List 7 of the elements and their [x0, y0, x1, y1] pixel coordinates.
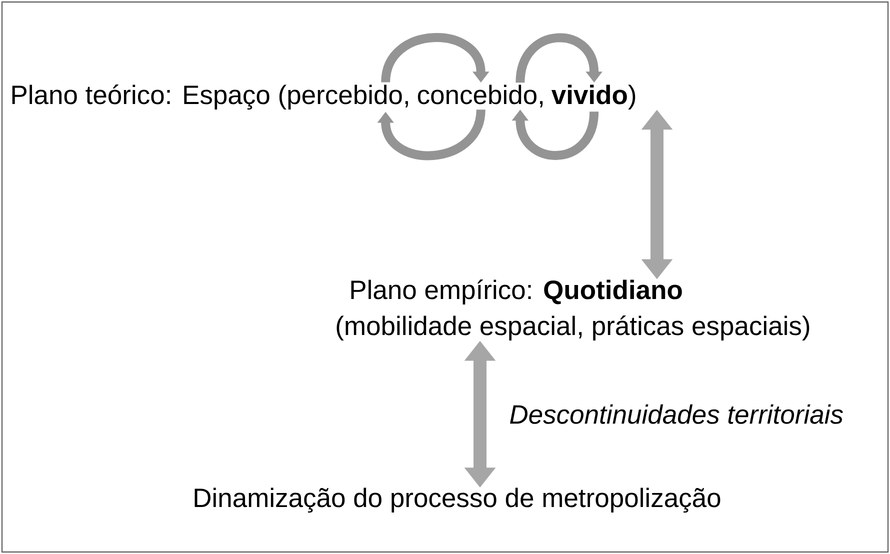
text-label: Plano teórico: Espaço (percebido, [12, 84, 408, 110]
text-label: vivido) [551, 84, 636, 110]
text-label: concebido, [418, 84, 543, 108]
edge-label: Descontinuidades territoriais [508, 403, 845, 425]
text-label: Dinamização do processo de metropolização [194, 488, 720, 513]
text-label: Plano empírico: Quotidiano (mobilidade espacial, práticas espaciais) [336, 280, 810, 340]
curved-arrow [516, 33, 602, 84]
